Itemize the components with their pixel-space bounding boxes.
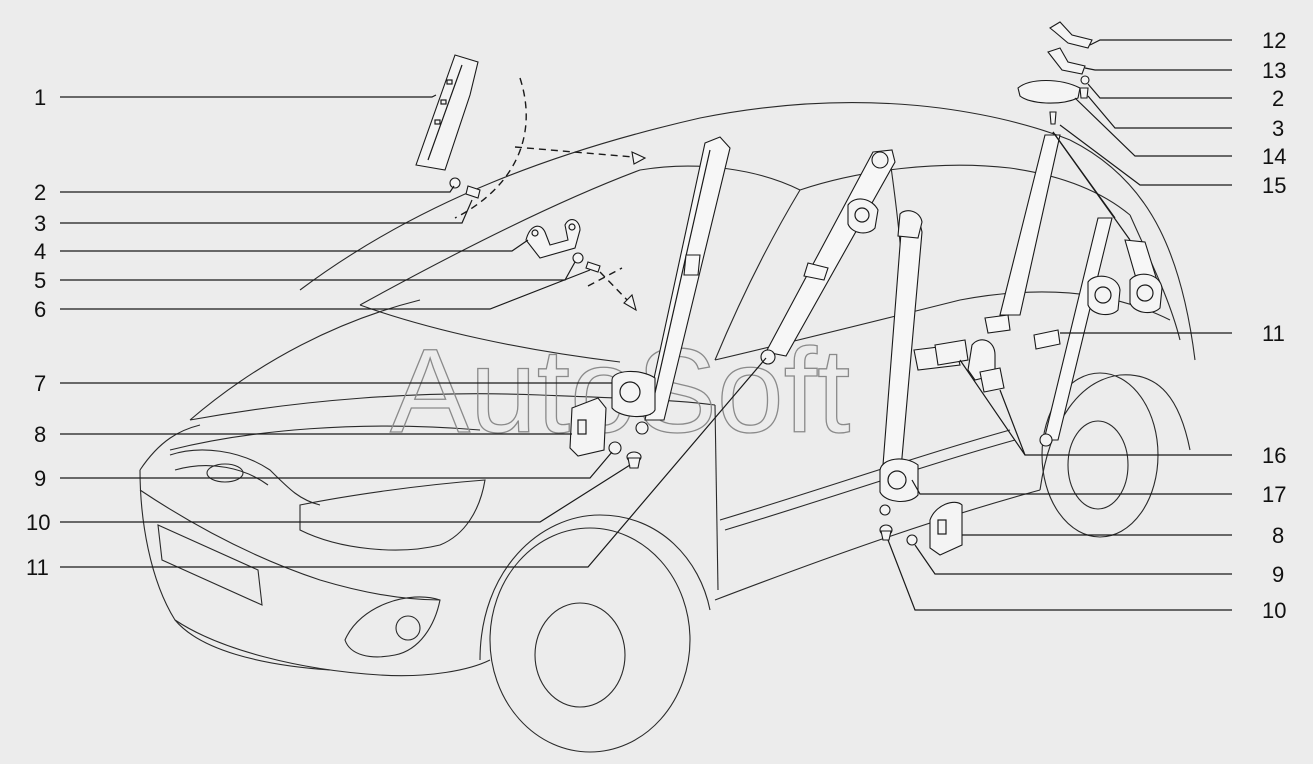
part-10-bolt-left [626, 451, 642, 469]
badge-logo [206, 463, 244, 483]
rear-seat-belt-assembly [984, 131, 1163, 447]
arrow-head-lower [623, 293, 637, 312]
callout-left-4: 4 [34, 239, 46, 264]
grille [169, 449, 321, 506]
front-face [139, 424, 331, 671]
front-wheel-rim [534, 602, 626, 708]
roof-line [299, 102, 1071, 291]
middle-seat-belt-assembly [760, 149, 896, 365]
callout-left-8: 8 [34, 422, 46, 447]
windshield-bottom [359, 304, 621, 363]
fog-light-housing [344, 596, 441, 658]
part-17-retractor [879, 458, 919, 502]
door-trim [719, 429, 1016, 531]
callout-left-1: 1 [34, 85, 46, 110]
callout-right-3: 3 [1272, 116, 1284, 141]
pointer-arrow-lower [599, 271, 633, 306]
part-12-clip [1049, 21, 1093, 49]
arrow-head-upper [631, 151, 647, 165]
part-2-washer-left [449, 177, 461, 189]
callout-left-10: 10 [26, 510, 50, 535]
part-6-bolt [585, 261, 601, 273]
front-wheel-arch [479, 514, 711, 661]
part-3-bolt-right [1079, 87, 1089, 99]
part-2-washer-right [1080, 75, 1090, 85]
part-8-retractor-cover-left [569, 397, 607, 457]
callout-left-11: 11 [26, 555, 49, 580]
front-wheel [489, 527, 691, 753]
part-5-washer [572, 252, 584, 264]
pointer-arrow-upper [514, 146, 646, 159]
part-13-bracket [1047, 47, 1086, 75]
roof-rear [1069, 139, 1196, 361]
callout-right-12: 12 [1262, 28, 1286, 53]
callout-right-8: 8 [1272, 523, 1284, 548]
headlight [299, 479, 486, 551]
callouts-right: 12 13 2 3 14 15 11 16 17 8 9 10 [1262, 28, 1286, 623]
front-door-edge [714, 404, 719, 591]
callout-right-2: 2 [1272, 86, 1284, 111]
part-7-retractor [611, 370, 656, 418]
c-pillar [1129, 214, 1181, 341]
front-seat-belt-assembly [611, 136, 731, 435]
callout-left-5: 5 [34, 268, 46, 293]
callout-right-13: 13 [1262, 58, 1286, 83]
window-line-top [799, 164, 1131, 216]
callout-right-16: 16 [1262, 443, 1286, 468]
callout-right-14: 14 [1262, 144, 1286, 169]
part-16-buckles [913, 339, 1005, 393]
windshield-top [359, 165, 801, 306]
callout-right-17: 17 [1262, 482, 1286, 507]
a-pillar [714, 189, 801, 361]
callout-right-11: 11 [1262, 321, 1285, 346]
rear-wheel-rim [1067, 420, 1129, 510]
part-10-bolt-right [879, 524, 893, 541]
part-15-bolt [1049, 111, 1057, 125]
part-14-anchor-plate [1017, 80, 1081, 104]
hood-crease [169, 425, 481, 451]
lower-front [174, 619, 491, 677]
fog-light [395, 615, 421, 641]
bumper [139, 489, 441, 601]
callout-right-10: 10 [1262, 598, 1286, 623]
detail-view-outline [454, 77, 527, 219]
pointer-tick [587, 267, 623, 287]
license-plate [157, 524, 263, 606]
callout-left-9: 9 [34, 466, 46, 491]
part-4-bracket [525, 219, 581, 259]
callout-left-3: 3 [34, 211, 46, 236]
callouts-left: 1 2 3 4 5 6 7 8 9 10 11 [26, 85, 50, 580]
part-9-washer-left [608, 441, 622, 455]
part-8-retractor-cover-right [929, 501, 963, 556]
callout-right-9: 9 [1272, 562, 1284, 587]
part-9-washer-right [906, 534, 918, 546]
side-sill [714, 489, 1041, 601]
part-3-bolt-left [465, 185, 481, 199]
part-1-belt-height-adjuster [415, 54, 479, 171]
callout-left-6: 6 [34, 297, 46, 322]
callout-left-7: 7 [34, 371, 46, 396]
callout-left-2: 2 [34, 180, 46, 205]
leader-lines [60, 39, 1232, 611]
b-pillar-seat-belt-assembly [879, 210, 923, 516]
callout-right-15: 15 [1262, 173, 1286, 198]
